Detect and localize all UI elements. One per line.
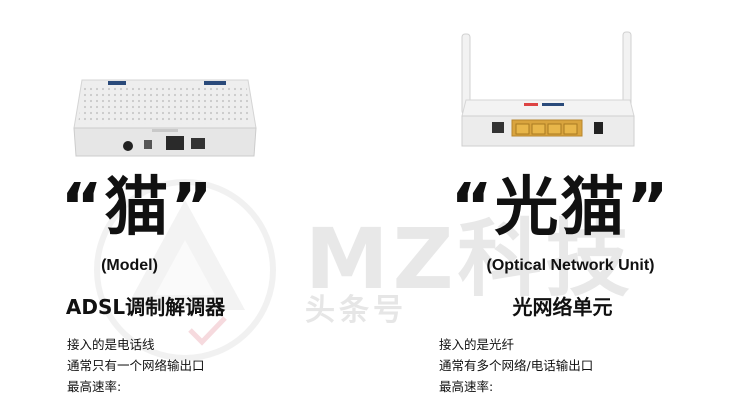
- list-item: 最高速率:: [67, 379, 122, 394]
- list-item: 通常有多个网络/电话输出口: [439, 358, 594, 373]
- modem-chinese-name: ADSL调制解调器: [65, 295, 226, 319]
- list-item: 最高速率:: [439, 379, 494, 394]
- list-item: 通常只有一个网络输出口: [67, 358, 205, 373]
- modem-english-label: (Model): [101, 257, 158, 274]
- onu-facts-list: 接入的是光纤 通常有多个网络/电话输出口 最高速率:: [439, 334, 593, 397]
- list-item: 接入的是光纤: [439, 337, 515, 352]
- left-panel: “猫” (Model) ADSL调制解调器 接入的是电话线 通常只有一个网络输出…: [60, 79, 257, 397]
- onu-router-image: [461, 31, 635, 147]
- adsl-modem-image: [73, 79, 257, 157]
- onu-english-label: (Optical Network Unit): [486, 257, 655, 274]
- onu-title: “光猫”: [450, 171, 671, 245]
- onu-chinese-name: 光网络单元: [512, 295, 613, 319]
- list-item: 接入的是电话线: [67, 337, 155, 352]
- modem-title: “猫”: [60, 171, 215, 245]
- modem-facts-list: 接入的是电话线 通常只有一个网络输出口 最高速率:: [67, 334, 205, 397]
- right-panel: “光猫” (Optical Network Unit) 光网络单元 接入的是光纤…: [375, 0, 750, 400]
